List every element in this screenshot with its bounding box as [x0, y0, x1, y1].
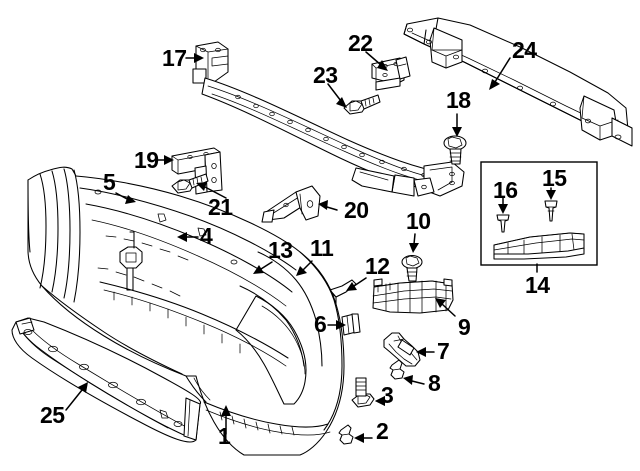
part-inset-box [480, 161, 598, 266]
callout-number-6[interactable]: 6 [314, 311, 327, 337]
callout-number-14[interactable]: 14 [525, 272, 550, 298]
part-tow-bracket-7 [383, 332, 421, 367]
callout-number-10[interactable]: 10 [406, 208, 431, 234]
callout-number-18[interactable]: 18 [446, 87, 471, 113]
callout-number-3[interactable]: 3 [381, 382, 394, 408]
callout-number-19[interactable]: 19 [134, 147, 159, 173]
callout-number-16[interactable]: 16 [493, 177, 518, 203]
callout-number-24[interactable]: 24 [512, 37, 537, 63]
leader-lines [65, 51, 556, 443]
callout-number-1[interactable]: 1 [218, 423, 231, 449]
callout-number-25[interactable]: 25 [40, 402, 65, 428]
callout-number-8[interactable]: 8 [428, 370, 441, 396]
callout-number-17[interactable]: 17 [162, 45, 187, 71]
part-lower-valance [11, 317, 202, 443]
callout-number-23[interactable]: 23 [313, 62, 338, 88]
callout-number-20[interactable]: 20 [344, 197, 369, 223]
part-impact-bar-reinforcement [403, 17, 633, 147]
callout-number-5[interactable]: 5 [103, 169, 116, 195]
part-push-pin-2 [338, 424, 354, 445]
part-push-pin-16 [496, 214, 510, 233]
callout-number-9[interactable]: 9 [458, 314, 471, 340]
part-energy-absorber [372, 278, 454, 314]
part-front-bumper-cover [27, 166, 345, 456]
part-upper-tie-bar [192, 41, 465, 197]
callout-number-15[interactable]: 15 [542, 165, 567, 191]
part-push-pin-8 [389, 359, 405, 380]
callout-number-11[interactable]: 11 [310, 235, 334, 261]
callout-number-13[interactable]: 13 [268, 237, 293, 263]
part-bolt-10 [401, 254, 423, 282]
part-bolt-23 [343, 94, 381, 115]
part-side-clip-6 [341, 313, 361, 336]
part-bolt-18 [443, 135, 467, 165]
callout-number-7[interactable]: 7 [437, 338, 450, 364]
callout-number-21[interactable]: 21 [208, 194, 233, 220]
callout-number-2[interactable]: 2 [376, 418, 389, 444]
callout-number-4[interactable]: 4 [200, 223, 213, 249]
part-bolt-3 [351, 377, 375, 408]
part-side-bracket-20 [261, 185, 321, 223]
callout-number-22[interactable]: 22 [348, 30, 373, 56]
callout-number-12[interactable]: 12 [365, 253, 390, 279]
part-side-bracket-19 [171, 147, 223, 195]
part-bolt-21 [171, 173, 209, 194]
part-push-pin-15 [544, 200, 558, 222]
